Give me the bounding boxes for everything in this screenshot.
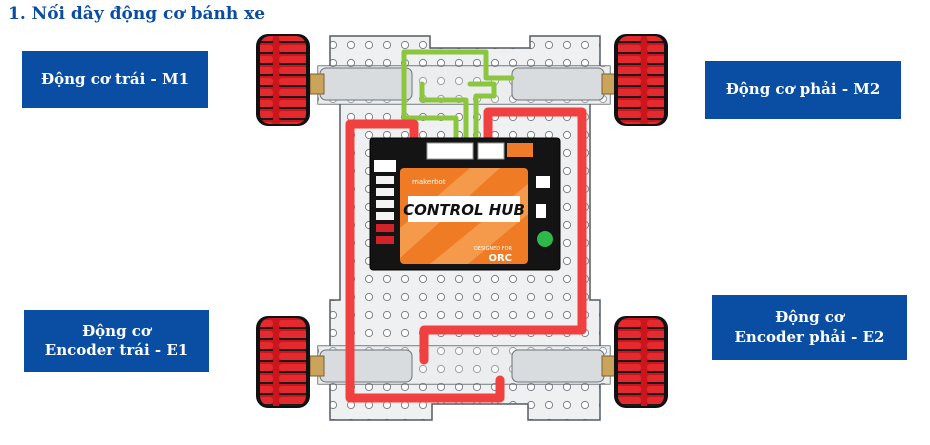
motor-right-bottom [511, 349, 617, 383]
control-hub-board: CONTROL HUB makerbot DESIGNED FOR ORC [369, 137, 561, 271]
power-button-icon [537, 231, 553, 247]
motor-left-top [309, 67, 413, 101]
green-motor-wires [401, 49, 515, 143]
wheel-front-right [614, 34, 668, 126]
right-encoder-e2-label: Động cơ Encoder phải - E2 [712, 295, 907, 360]
wheel-rear-left [256, 316, 310, 408]
section-heading: 1. Nối dây động cơ bánh xe [8, 4, 266, 24]
left-motor-m1-text: Động cơ trái - M1 [40, 69, 190, 88]
left-motor-m1-label: Động cơ trái - M1 [22, 51, 208, 108]
right-encoder-line-2: Encoder phải - E2 [734, 327, 885, 346]
right-motor-m2-text: Động cơ phải - M2 [725, 80, 881, 99]
hub-model: ORC [488, 253, 512, 264]
wheel-front-left [256, 34, 310, 126]
right-motor-m2-label: Động cơ phải - M2 [705, 61, 901, 119]
wheel-rear-right [614, 316, 668, 408]
left-encoder-line-2: Encoder trái - E1 [44, 341, 189, 359]
hub-title: CONTROL HUB [403, 201, 525, 219]
right-encoder-line-1: Động cơ [775, 308, 844, 326]
motor-left-bottom [309, 349, 413, 383]
hub-designed-for: DESIGNED FOR [474, 246, 513, 252]
left-encoder-line-1: Động cơ [82, 321, 151, 340]
red-encoder-wires [345, 107, 587, 403]
motor-right-top [511, 67, 617, 101]
hub-brand: makerbot [412, 178, 446, 186]
left-encoder-e1-label: Động cơ Encoder trái - E1 [24, 310, 209, 372]
